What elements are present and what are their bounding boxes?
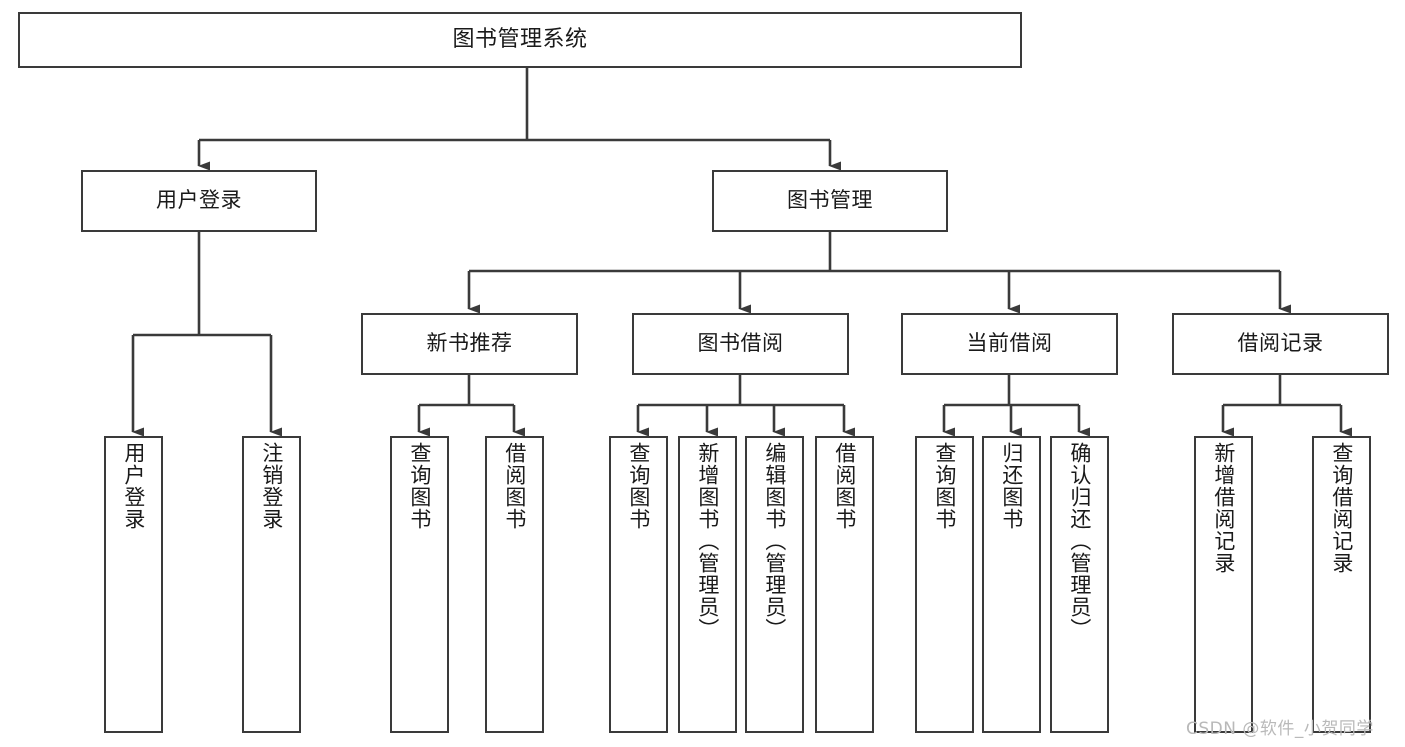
node-borrowing-records[interactable]: 借阅记录 [1172, 313, 1389, 375]
leaf-user-login[interactable]: 用户登录 [104, 436, 163, 733]
node-label: 查询图书 [932, 442, 957, 530]
node-label: 借阅图书 [832, 442, 857, 530]
leaf-edit-book-admin[interactable]: 编辑图书（管理员） [745, 436, 804, 733]
node-root-book-management-system[interactable]: 图书管理系统 [18, 12, 1022, 68]
node-label: 用户登录 [156, 188, 242, 213]
node-label: 查询图书 [407, 442, 432, 530]
node-label: 借阅图书 [502, 442, 527, 530]
node-book-borrowing[interactable]: 图书借阅 [632, 313, 849, 375]
node-label: 新书推荐 [426, 331, 513, 356]
node-book-management[interactable]: 图书管理 [712, 170, 948, 232]
leaf-query-book-borrow[interactable]: 查询图书 [609, 436, 668, 733]
leaf-query-book-newbook[interactable]: 查询图书 [390, 436, 449, 733]
node-label: 图书管理系统 [452, 26, 588, 52]
node-label: 新增借阅记录 [1211, 442, 1236, 574]
node-label: 查询图书 [626, 442, 651, 530]
node-label: 归还图书 [999, 442, 1024, 530]
leaf-return-book[interactable]: 归还图书 [982, 436, 1041, 733]
node-label: 编辑图书（管理员） [762, 442, 787, 640]
leaf-query-borrow-record[interactable]: 查询借阅记录 [1312, 436, 1371, 733]
node-label: 当前借阅 [966, 331, 1053, 356]
node-label: 图书管理 [787, 188, 873, 213]
node-label: 注销登录 [259, 442, 284, 530]
node-user-login[interactable]: 用户登录 [81, 170, 317, 232]
node-label: 图书借阅 [697, 331, 784, 356]
node-label: 借阅记录 [1237, 331, 1324, 356]
leaf-add-borrow-record[interactable]: 新增借阅记录 [1194, 436, 1253, 733]
leaf-add-book-admin[interactable]: 新增图书（管理员） [678, 436, 737, 733]
leaf-borrow-book[interactable]: 借阅图书 [815, 436, 874, 733]
node-new-book-recommendation[interactable]: 新书推荐 [361, 313, 578, 375]
leaf-logout[interactable]: 注销登录 [242, 436, 301, 733]
leaf-borrow-book-newbook[interactable]: 借阅图书 [485, 436, 544, 733]
node-label: 用户登录 [121, 442, 146, 530]
node-label: 查询借阅记录 [1329, 442, 1354, 574]
node-current-borrowing[interactable]: 当前借阅 [901, 313, 1118, 375]
leaf-confirm-return-admin[interactable]: 确认归还（管理员） [1050, 436, 1109, 733]
node-label: 确认归还（管理员） [1067, 442, 1092, 640]
node-label: 新增图书（管理员） [695, 442, 720, 640]
leaf-query-book-current[interactable]: 查询图书 [915, 436, 974, 733]
